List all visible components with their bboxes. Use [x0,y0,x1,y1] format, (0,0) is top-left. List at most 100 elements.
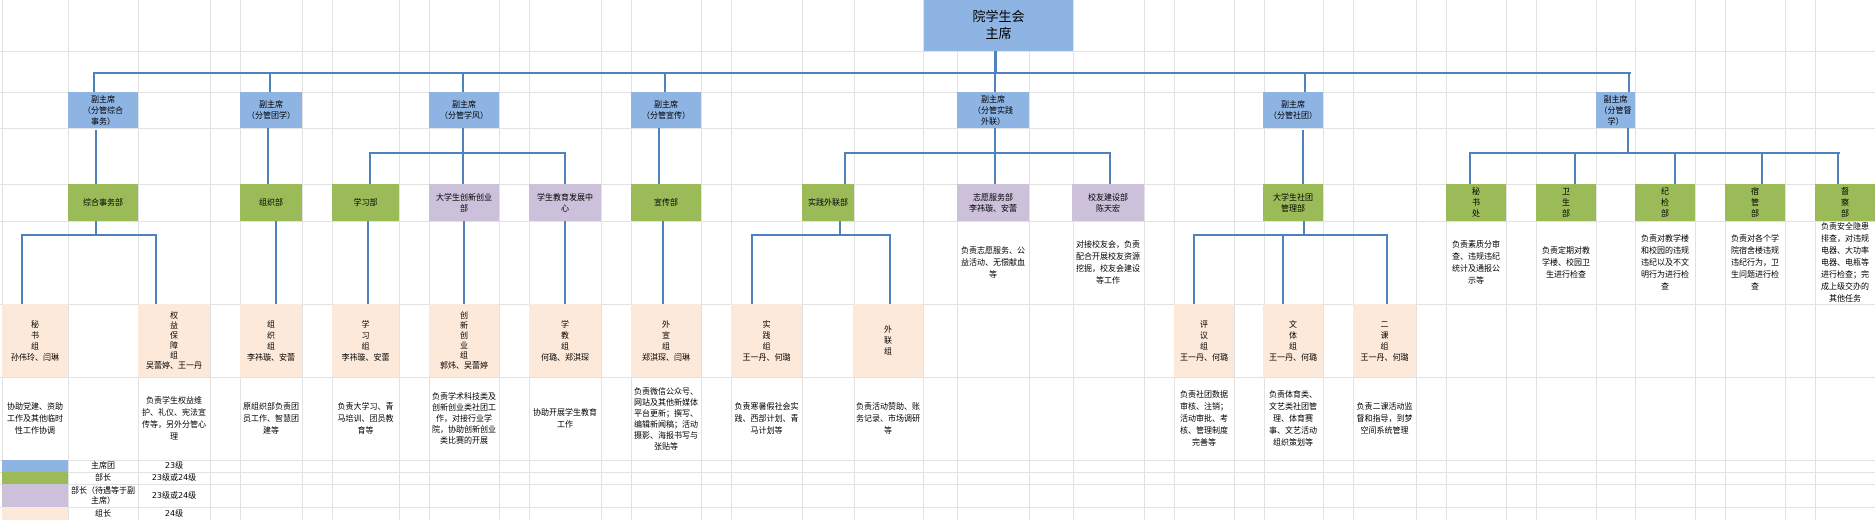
group-description: 负责社团数据审核、注销；活动审批、考核、管理制度完善等 [1180,389,1228,447]
dept-education-center: 学生教育发展中 心 [529,184,601,221]
group-practice: 实 践 组 王一丹、何璐 [731,304,802,377]
connector-line [1193,234,1195,304]
dept-practice-outreach: 实践外联部 [802,184,854,221]
connector-line [369,152,371,184]
connector-line [155,234,157,304]
connector-line [844,152,846,184]
grid-col-line [1536,0,1537,520]
group-education: 学 教 组 何璐、郑淇琛 [529,304,601,377]
grid-col-line [1725,0,1726,520]
grid-col-line [499,0,500,520]
dept-description: 负责定期对教学楼、校园卫生进行检查 [1542,245,1590,279]
grid-col-line [1506,0,1507,520]
grid-row-line [0,128,1875,129]
grid-col-line [529,0,530,520]
group-organization: 组 织 组 李祎璇、安蕾 [240,304,302,377]
connector-line [93,72,1631,74]
legend-role: 组长 [95,508,111,518]
connector-line [1282,234,1284,304]
connector-line [95,130,97,184]
grid-col-line [957,0,958,520]
connector-line [267,128,269,184]
group-sports-arts: 文 体 组 王一丹、何璐 [1263,304,1323,377]
connector-line [1574,152,1576,184]
group-description: 负责学生权益维护、礼仪、宪法宣传等，另外分管心理 [142,395,206,441]
group-secretary: 秘 书 组 孙伟玲、闫琳 [2,304,68,377]
grid-col-line [399,0,400,520]
connector-line [275,221,277,304]
connector-line [662,221,664,304]
dept-description: 负责志愿服务、公益活动、无偿献血等 [961,245,1025,279]
grid-row-line [0,472,1875,473]
grid-row-line [0,377,1875,378]
connector-line [994,128,996,184]
connector-line [1674,152,1676,184]
grid-col-line [2,0,3,520]
connector-line [463,221,465,304]
legend-grade: 23级或24级 [151,473,197,482]
dept-description: 对接校友会，负责配合开展校友资源挖掘，校友会建设等工作 [1076,239,1140,285]
connector-line [269,74,271,92]
connector-line [1837,152,1839,184]
legend-role: 部长 [95,473,111,482]
vp-study-style: 副主席 （分管学风） [429,92,499,128]
legend-grade: 23级或24级 [151,490,197,500]
grid-col-line [1144,0,1145,520]
connector-line [658,128,660,184]
grid-row-line [0,460,1875,461]
grid-col-line [1234,0,1235,520]
grid-col-line [1073,0,1074,520]
connector-line [889,234,891,304]
grid-row-line [0,304,1875,305]
connector-line [564,152,566,184]
group-rights: 权 益 保 障 组 吴蕾婷、王一丹 [138,304,210,377]
vp-general-affairs: 副主席 （分管综合 事务） [68,92,138,128]
legend-grade: 24级 [164,508,184,518]
grid-col-line [1446,0,1447,520]
grid-col-line [1635,0,1636,520]
grid-col-line [923,0,924,520]
legend-swatch-purple [2,484,68,507]
vp-practice-outreach: 副主席 （分管实践 外联） [957,92,1029,128]
grid-col-line [1596,0,1597,520]
connector-line [564,221,566,304]
vp-publicity: 副主席 （分管宣传） [631,92,701,128]
group-study: 学 习 组 李祎璇、安蕾 [332,304,399,377]
dept-study: 学习部 [332,184,399,221]
group-description: 负责微信公众号、网站及其他新媒体平台更新；撰写、编辑新闻稿；活动摄影、海报书写与… [634,386,698,451]
grid-col-line [332,0,333,520]
connector-line [994,51,997,72]
group-description: 负责寒暑假社会实践、西部计划、青马计划等 [734,401,799,435]
connector-line [839,221,841,235]
group-second-class: 二 课 组 王一丹、何璐 [1353,304,1416,377]
dept-description: 负责安全隐患排查，对违规电器、大功率电器、电瓶等进行检查；完成上级交办的其他任务 [1821,221,1869,303]
connector-line [21,234,23,304]
dept-health: 卫 生 部 [1536,184,1596,221]
connector-line [1761,152,1763,184]
connector-line [1628,72,1630,92]
grid-row-line [0,507,1875,508]
connector-line [367,221,369,304]
grid-col-line [138,0,139,520]
connector-line [751,234,753,304]
dept-general-affairs: 综合事务部 [68,184,138,221]
connector-line [1303,221,1305,235]
connector-line [1469,152,1840,154]
connector-line [369,152,566,154]
connector-line [1386,234,1388,304]
grid-row-line [0,92,1875,93]
vp-supervision: 副主席 （分管督 学） [1596,92,1635,128]
president-box: 院学生会 主席 [924,0,1073,51]
group-description: 负责二课活动监督和指导，到梦空间系统管理 [1356,401,1413,435]
connector-line [462,74,464,92]
connector-line [95,221,97,235]
grid-col-line [1174,0,1175,520]
group-outreach: 外 联 组 [853,304,923,377]
group-description: 原组织部负责团员工作、智慧团建等 [243,401,299,435]
dept-organization: 组织部 [240,184,302,221]
grid-col-line [68,0,69,520]
dept-discipline: 纪 检 部 [1635,184,1695,221]
dept-alumni: 校友建设部 陈天宏 [1072,184,1144,221]
grid-col-line [701,0,702,520]
grid-col-line [1416,0,1417,520]
